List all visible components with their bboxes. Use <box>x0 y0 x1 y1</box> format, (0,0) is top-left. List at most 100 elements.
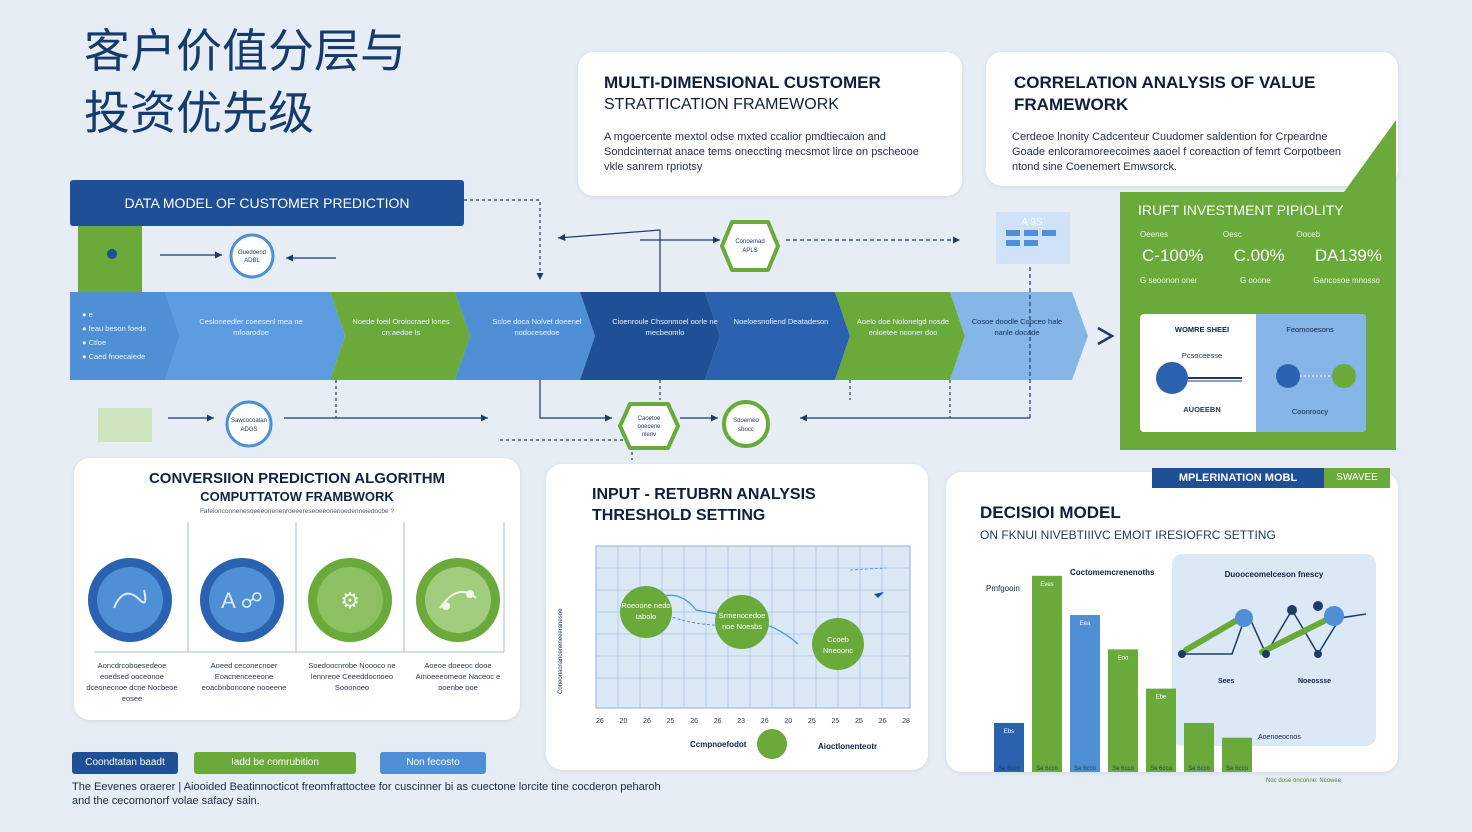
flow-dot-icon <box>107 249 117 259</box>
chevron-label-5: Noeloesnofiend Deatadeson <box>733 317 829 326</box>
conversion-caption-1: Aoeed ceconecnoer Eoacnenceeeone eoacbnb… <box>201 661 287 692</box>
flow-node-4: Sdoemeo sbocc <box>722 400 770 448</box>
inner-right-foot: Coonroocy <box>1291 407 1329 416</box>
decision-bar-label: Eves <box>1040 582 1053 588</box>
inner-left-sub: Pcsoceesse <box>1181 351 1223 360</box>
decision-bar-category: Se 6cco <box>1074 766 1096 772</box>
svg-text:Guedoend: Guedoend <box>238 250 266 256</box>
stratification-card: MULTI-DIMENSIONAL CUSTOMER STRATTICATION… <box>578 52 962 196</box>
inner-connector-icon <box>1156 362 1356 394</box>
conversion-card: CONVERSIION PREDICTION ALGORITHM COMPUTT… <box>74 458 520 720</box>
molecule-glyph-icon <box>416 558 500 642</box>
page-title: 客户价值分层与 投资优先级 <box>84 20 406 144</box>
data-model-banner: DATA MODEL OF CUSTOMER PREDICTION <box>70 180 464 226</box>
decision-bar-category: Se 6cco <box>1188 766 1210 772</box>
decision-foot-note: Noc dose onconne: Ncowee <box>1266 778 1342 784</box>
decision-bar-label: Ebe <box>1156 695 1167 701</box>
svg-text:APLS: APLS <box>742 248 757 254</box>
flow-node-1: Conoemad APLS <box>720 220 780 272</box>
chevron-0 <box>70 292 180 380</box>
svg-text:A 9S: A 9S <box>1021 217 1042 228</box>
decision-inset-panel: Duooceomelceson fnescy Sees Noeossse Aoe… <box>1172 554 1376 746</box>
svg-text:Sawcocoatan: Sawcocoatan <box>231 418 267 424</box>
conversion-caption-2: Soedoocnrobe Noooco ne lennreoe Ceeeddoc… <box>308 661 396 692</box>
flow-node-0: Guedoend ADBL <box>229 233 275 279</box>
decision-side-note: Aoenoeocnos <box>1258 734 1301 741</box>
footer-tag-2[interactable]: Non fecosto <box>380 752 486 774</box>
flow-bullet: ● e <box>82 310 93 319</box>
decision-left-label: Pmfgooin <box>986 584 1020 593</box>
decision-bar <box>1184 722 1214 772</box>
flow-diagram: Guedoend ADBL Conoemad APLS Sawcocoatan … <box>70 199 1115 460</box>
threshold-legend-right: Aioctlonenteotr <box>818 742 878 751</box>
footer-tag-1[interactable]: Iadd be comrubition <box>194 752 356 774</box>
threshold-bubble-0 <box>620 586 672 638</box>
decision-badge-left: MPLERINATION MOBL <box>1152 468 1324 488</box>
decision-inset-left: Sees <box>1218 678 1235 685</box>
priority-subs: G seoonon oner G ooone Gancosoe mnosso <box>1140 276 1380 285</box>
threshold-bubble-label-1: Srmenocedoe noe Noesbs <box>718 611 766 631</box>
correlation-body: Cerdeoe lnonity Cadcenteur Cuudomer sald… <box>1012 131 1341 173</box>
decision-bar-label: Eea <box>1080 621 1091 627</box>
decision-badge-right: SWAVEE <box>1324 468 1390 488</box>
conversion-subtitle: Fafeionconnenesoeeeonenenroeeereseoeeone… <box>199 508 395 515</box>
decision-bar-category: Se 6cco <box>1112 766 1134 772</box>
flow-node-3: Caoetoe ooecene nlenv <box>618 402 680 450</box>
conversion-caption-3: Aoeoe doeeoc dooe Amoeeeomeoe Naceoc e o… <box>415 661 501 692</box>
decision-bar-label: Eoo <box>1118 655 1129 661</box>
svg-text:⚙: ⚙ <box>340 588 360 613</box>
chevron-1 <box>165 292 345 380</box>
decision-bar-category: Se 6cco <box>1036 766 1058 772</box>
inner-left-title: WOMRE SHEEI <box>1174 325 1230 334</box>
priority-col-labels: Oeenes Oesc Ooceb <box>1140 230 1320 239</box>
footer-tag-0[interactable]: Coondtatan baadt <box>72 752 178 774</box>
svg-text:ooecene: ooecene <box>637 424 661 430</box>
threshold-bubble-label-0: Roeoone nedo tabolo <box>621 601 671 621</box>
flow-bullet-list: ● e ● feau beson foeds ● Ctloe ● Caed fn… <box>82 308 146 364</box>
decision-bar <box>1070 615 1100 772</box>
threshold-title: INPUT ‑ RETUBRN ANALYSIS THRESHOLD SETTI… <box>592 486 816 524</box>
chevron-2 <box>330 292 470 380</box>
chevron-label-2: Noede foeil Oroiocraed lones cn:aedoe ls <box>352 317 450 337</box>
correlation-card: CORRELATION ANALYSIS OF VALUE FRAMEWORK … <box>986 52 1398 186</box>
inner-right-title: Feomooesons <box>1286 325 1334 334</box>
threshold-bubble-2 <box>812 618 864 670</box>
inner-left-foot: AUOEEBN <box>1183 405 1221 414</box>
chevron-3 <box>455 292 595 380</box>
decision-bar <box>1032 575 1062 772</box>
svg-text:A ☍: A ☍ <box>221 588 263 613</box>
decision-inset-line <box>1178 601 1367 658</box>
decision-bar-category: Se 6cco <box>1226 766 1248 772</box>
decision-bar <box>994 722 1024 772</box>
page-title-line2: 投资优先级 <box>84 86 314 140</box>
priority-title: IRUFT INVESTMENT PIPIOLITY <box>1138 202 1344 218</box>
decision-bar <box>1222 737 1252 772</box>
flow-grid-icon: A 9S <box>996 212 1070 264</box>
svg-text:sbocc: sbocc <box>738 427 754 433</box>
priority-inner-panel: WOMRE SHEEI Pcsoceesse AUOEEBN Feomooeso… <box>1140 314 1366 432</box>
conversion-title: CONVERSIION PREDICTION ALGORITHM COMPUTT… <box>148 470 446 504</box>
decision-bar-category: Se 6cco <box>998 766 1020 772</box>
network-glyph-icon: A ☍ <box>200 558 284 642</box>
decision-card: DECISIOI MODEL ON FKNUI NIVEBTIIIVC EMOI… <box>946 472 1398 784</box>
threshold-chart <box>595 545 911 759</box>
chevron-label-6: Aoelo doe Nolonelgd nosde enloetee noone… <box>856 317 950 337</box>
flow-node-2: Sawcocoatan ADGS <box>225 400 273 448</box>
chevron-7 <box>950 292 1088 380</box>
decision-chart-label: Coctomemcrenenoths <box>1070 568 1155 577</box>
chevron-band <box>70 292 1088 380</box>
chevron-4 <box>580 292 720 380</box>
svg-text:ADGS: ADGS <box>240 427 257 433</box>
threshold-legend-left: Ccmpnoefodot <box>690 740 747 749</box>
threshold-bubble-1 <box>715 595 769 649</box>
chevron-label-1: Cesloneedler coeesenl mea ne mfoarodoe <box>199 317 303 337</box>
flow-small-box-green <box>98 408 152 442</box>
svg-text:ADBL: ADBL <box>244 258 260 264</box>
correlation-title: CORRELATION ANALYSIS OF VALUE FRAMEWORK <box>1014 73 1316 114</box>
stratification-body: A mgoercente mextol odse mxted ccalior p… <box>604 131 919 173</box>
decision-subtitle: ON FKNUI NIVEBTIIIVC EMOIT IRESIOFRC SET… <box>980 528 1276 542</box>
flow-bullet: ● Ctloe <box>82 338 107 347</box>
svg-text:Sdoemeo: Sdoemeo <box>733 418 759 424</box>
